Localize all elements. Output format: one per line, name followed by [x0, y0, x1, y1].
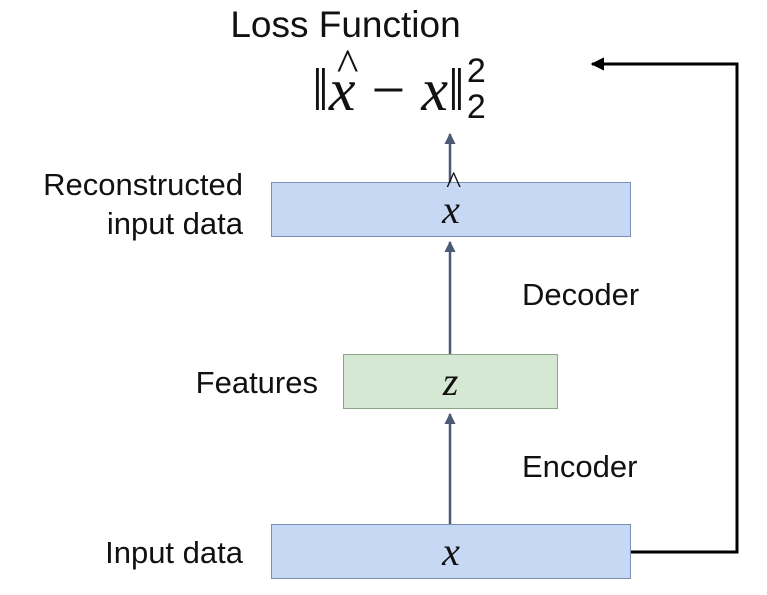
formula-superscript: 2	[466, 52, 486, 90]
input-symbol: x	[442, 529, 460, 574]
reconstructed-var: x	[442, 187, 460, 232]
loss-function-title: Loss Function	[230, 4, 461, 45]
reconstructed-label: Reconstructed input data	[43, 166, 243, 244]
reconstructed-hat: ^	[446, 164, 462, 200]
decoder-label: Decoder	[522, 277, 640, 312]
formula-subscript: 2	[466, 88, 486, 126]
formula-close-norm: ‖	[447, 57, 465, 123]
encoder-label: Encoder	[522, 449, 638, 484]
features-box: z	[343, 354, 558, 409]
formula-hat: ^	[336, 39, 359, 90]
reconstructed-symbol: ^x	[442, 164, 461, 233]
features-label: Features	[195, 365, 318, 400]
formula-var-hat: x	[328, 57, 356, 123]
formula-open-norm: ‖	[312, 57, 329, 123]
arrow-feedback-to-loss	[590, 57, 739, 554]
formula-var: x	[421, 57, 448, 123]
formula-x-hat: ^x	[328, 42, 359, 123]
formula-minus: −	[371, 57, 406, 123]
features-symbol: z	[442, 359, 459, 404]
reconstructed-box: ^x	[271, 164, 631, 237]
input-label: Input data	[105, 535, 243, 570]
reconstructed-label-line1: Reconstructed	[43, 167, 243, 202]
reconstructed-label-line2: input data	[106, 205, 243, 241]
input-box: x	[271, 524, 631, 579]
